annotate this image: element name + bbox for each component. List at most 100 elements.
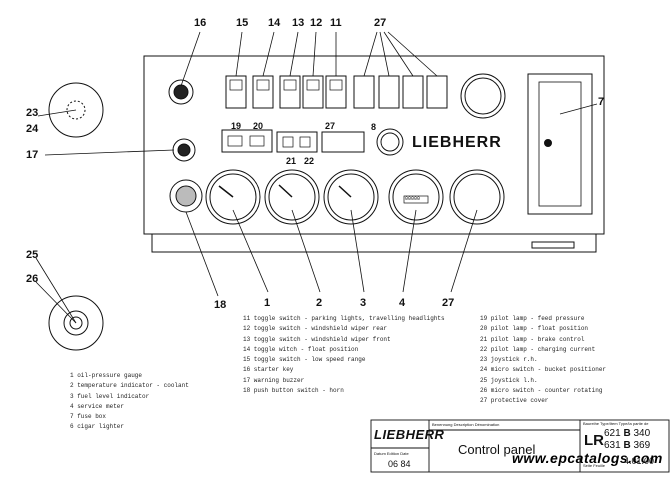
title-block-title: Control panel [458,442,536,457]
gauge-oil-pressure [205,169,261,225]
legend-item: 13 toggle switch - windshield wiper fron… [243,335,391,343]
model-number: 631 [604,440,621,451]
protective-cover-3 [402,75,424,109]
title-block-model-2: 631 B 369 [604,440,650,451]
legend-item: 11 toggle switch - parking lights, trave… [243,315,445,322]
legend-item: 7 fuse box [70,413,107,421]
title-block-sheet-label: Seite Feuille [583,463,606,468]
title-block-model-1: 621 B 340 [604,428,650,439]
title-block [370,419,670,473]
legend-item: 25 joystick l.h. [480,376,538,384]
cigar-lighter [376,128,404,156]
title-block-date-label: Datum Edition Date [374,451,409,456]
legend-item: 21 pilot lamp - brake control [480,335,585,343]
panel-base [151,234,597,253]
toggle-switch-row [225,75,347,109]
legend-item: 2 temperature indicator - coolant [70,382,189,390]
callout-8: 8 [371,122,377,132]
callout-26: 26 [26,273,39,285]
legend-item: 4 service meter [70,402,125,410]
model-serial: 369 [633,440,651,451]
title-block-logo: LIEBHERR [374,427,445,442]
fuse-box-cover [538,81,582,207]
legend-item: 3 fuel level indicator [70,392,150,400]
pilot-lamp-block-19-20 [221,129,273,153]
fuse-box-knob [544,139,552,147]
callout-16: 16 [194,17,207,29]
legend-item: 20 pilot lamp - float position [480,325,589,333]
callout-25: 25 [26,249,39,261]
protective-cover-2 [378,75,400,109]
legend-item: 18 push button switch - horn [243,387,344,395]
starter-key [168,79,194,105]
panel-outline [143,55,605,235]
model-series: B [623,428,631,439]
callout-13: 13 [292,17,305,29]
callout-23: 23 [26,107,39,119]
micro-switch-bucket-positioner [66,100,86,120]
service-meter-counter: 00000 [405,196,421,202]
callout-19: 19 [231,121,242,131]
model-serial: 340 [633,428,651,439]
gauge-coolant-temperature [264,169,320,225]
callout-24: 24 [26,123,39,135]
toggle-switch-11 [325,75,347,109]
toggle-switch-15 [225,75,247,109]
legend-item: 22 pilot lamp - charging current [480,345,596,353]
legend-item: 19 pilot lamp - feed pressure [480,315,585,322]
title-block-type-label: Baureihe Type/Item Type/Ia partie de [583,421,649,426]
title-block-model-prefix: LR [584,432,604,449]
callout-3: 3 [360,297,367,309]
joystick-rh [48,82,104,138]
panel-brand-logo: LIEBHERR [412,134,502,151]
service-meter [388,169,444,225]
legend-item: 26 micro switch - counter rotating [480,387,603,395]
toggle-switch-13 [279,75,301,109]
title-block-header: Benennung Description Dénomination [432,422,500,427]
callout-2: 2 [316,297,323,309]
toggle-switch-14 [252,75,274,109]
protective-cover-4 [426,75,448,109]
callout-18: 18 [214,299,227,311]
micro-switch-counter-rotating [69,316,83,330]
title-block-sheet: 4.01.00 [624,456,655,466]
legend-item: 14 toggle witch - float position [243,345,359,353]
callout-15: 15 [236,17,249,29]
legend-item: 27 protective cover [480,397,549,405]
legend-item: 15 toggle switch - low speed range [243,356,366,364]
base-slot [531,241,575,249]
callout-12: 12 [310,17,323,29]
legend-left: 1 oil-pressure gauge 2 temperature indic… [70,371,189,433]
callout-14: 14 [268,17,281,29]
protective-cover-small [321,131,365,153]
legend-middle: 11 toggle switch - parking lights, trave… [243,314,445,396]
protective-cover-1 [353,75,375,109]
callout-4: 4 [399,297,406,309]
callout-7: 7 [598,96,605,108]
round-blank-bottom [449,169,505,225]
joystick-lh [48,295,104,351]
legend-item: 17 warning buzzer [243,376,305,384]
model-series: B [623,440,631,451]
callout-21: 21 [286,156,297,166]
callout-27-top: 27 [374,17,387,29]
fuse-box-recess [527,73,593,215]
callout-11: 11 [330,17,342,29]
legend-item: 6 cigar lighter [70,423,125,431]
leader-lines [35,31,598,324]
callout-17: 17 [26,149,39,161]
callout-1: 1 [264,297,271,309]
legend-item: 23 joystick r.h. [480,356,538,364]
legend-item: 16 starter key [243,366,294,374]
callout-22: 22 [304,156,315,166]
legend-item: 24 micro switch - bucket positioner [480,366,607,374]
title-block-date: 06 84 [388,459,411,469]
legend-right: 19 pilot lamp - feed pressure 20 pilot l… [480,314,606,407]
legend-item: 12 toggle switch - windshield wiper rear [243,325,388,333]
callout-20: 20 [253,121,264,131]
legend-item: 1 oil-pressure gauge [70,372,143,379]
callout-27-bottom: 27 [442,297,455,309]
watermark: www.epcatalogs.com [512,450,663,466]
